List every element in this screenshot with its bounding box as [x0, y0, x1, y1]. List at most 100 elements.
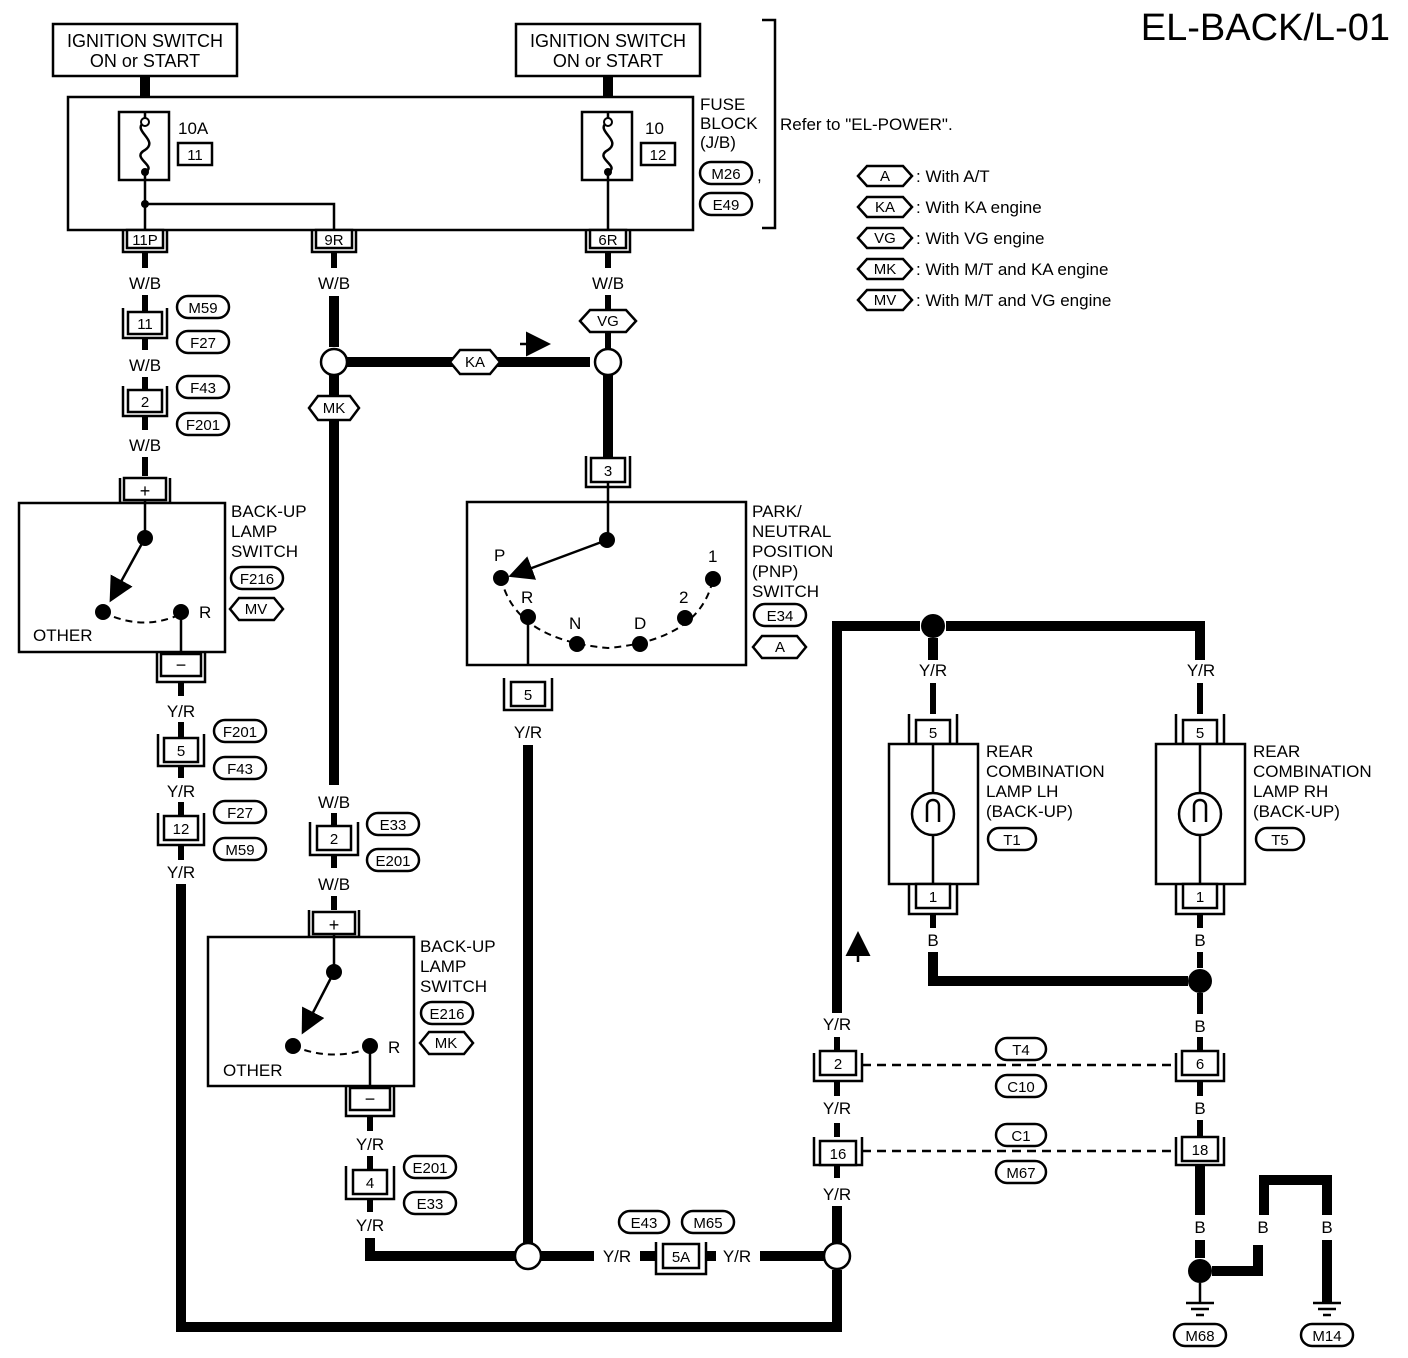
svg-text:12: 12: [173, 821, 190, 838]
svg-text:LAMP LH: LAMP LH: [986, 782, 1058, 801]
svg-text:9R: 9R: [324, 232, 343, 249]
svg-text:MK: MK: [435, 1035, 458, 1052]
svg-text:W/B: W/B: [318, 793, 350, 812]
terminal-11p: 11P: [121, 228, 169, 254]
svg-text:E201: E201: [375, 853, 410, 870]
svg-text:M59: M59: [188, 300, 217, 317]
legend-item-vg: VG : With VG engine: [856, 226, 1045, 250]
svg-text:F43: F43: [190, 380, 216, 397]
svg-text:−: −: [365, 1089, 376, 1109]
svg-text:Y/R: Y/R: [919, 661, 947, 680]
svg-text:Y/R: Y/R: [823, 1185, 851, 1204]
legend-item-a: A : With A/T: [856, 164, 990, 188]
svg-text:6: 6: [1196, 1056, 1204, 1073]
svg-text:1: 1: [929, 889, 937, 906]
svg-text:MV: MV: [874, 292, 897, 309]
svg-text:Y/R: Y/R: [603, 1247, 631, 1266]
svg-text:KA: KA: [465, 354, 485, 371]
svg-text:M68: M68: [1185, 1328, 1214, 1345]
svg-text:E43: E43: [631, 1215, 658, 1232]
svg-text:IGNITION SWITCH: IGNITION SWITCH: [67, 31, 223, 51]
svg-text:C1: C1: [1011, 1128, 1030, 1145]
svg-text:Y/R: Y/R: [823, 1015, 851, 1034]
svg-text:+: +: [140, 481, 151, 501]
svg-text:ON or START: ON or START: [90, 51, 200, 71]
rear-combination-lamp-rh: 5 REAR COMBINATION LAMP RH (BACK-UP) T5 …: [1154, 714, 1372, 1051]
svg-text:5: 5: [524, 687, 532, 704]
svg-text:LAMP: LAMP: [420, 957, 466, 976]
svg-text:LAMP: LAMP: [231, 522, 277, 541]
svg-text:E33: E33: [380, 817, 407, 834]
svg-text:R: R: [388, 1038, 400, 1057]
svg-text:(BACK-UP): (BACK-UP): [1253, 802, 1340, 821]
svg-text:IGNITION SWITCH: IGNITION SWITCH: [530, 31, 686, 51]
svg-text:12: 12: [650, 147, 667, 164]
svg-text:MK: MK: [874, 261, 897, 278]
svg-text:Y/R: Y/R: [356, 1135, 384, 1154]
svg-text:Y/R: Y/R: [823, 1099, 851, 1118]
svg-text:W/B: W/B: [318, 274, 350, 293]
svg-text:M65: M65: [693, 1215, 722, 1232]
svg-text:+: +: [329, 915, 340, 935]
pnp-branch: W/B VG 3: [578, 252, 638, 489]
svg-text:E33: E33: [417, 1196, 444, 1213]
svg-text:2: 2: [330, 831, 338, 848]
svg-text:(J/B): (J/B): [700, 133, 736, 152]
svg-text:B: B: [1194, 1017, 1205, 1036]
svg-text:18: 18: [1192, 1142, 1209, 1159]
svg-text:E201: E201: [412, 1160, 447, 1177]
svg-text:W/B: W/B: [129, 356, 161, 375]
legend-item-ka: KA : With KA engine: [856, 195, 1042, 219]
svg-text:FUSE: FUSE: [700, 95, 745, 114]
refer-note: Refer to "EL-POWER".: [780, 115, 953, 134]
svg-text:2: 2: [141, 394, 149, 411]
middle-branch: W/B KA MK W/B 2 E33 E201 W/B: [307, 252, 590, 910]
terminal-9r: 9R: [310, 228, 358, 254]
legend-item-mk: MK : With M/T and KA engine: [856, 257, 1108, 281]
svg-text:Y/R: Y/R: [167, 782, 195, 801]
svg-text:Y/R: Y/R: [356, 1216, 384, 1235]
svg-text:B: B: [927, 931, 938, 950]
svg-text:REAR: REAR: [986, 742, 1033, 761]
svg-text:Y/R: Y/R: [514, 723, 542, 742]
svg-text:F201: F201: [186, 417, 220, 434]
svg-text:W/B: W/B: [129, 274, 161, 293]
svg-text:SWITCH: SWITCH: [752, 582, 819, 601]
ignition-switch-left: IGNITION SWITCH ON or START: [51, 22, 239, 78]
svg-text:5: 5: [929, 725, 937, 742]
svg-text:: With A/T: : With A/T: [916, 167, 990, 186]
svg-text:5: 5: [177, 743, 185, 760]
svg-text:5A: 5A: [672, 1249, 690, 1266]
svg-text:,: ,: [757, 166, 762, 185]
svg-text:BACK-UP: BACK-UP: [420, 937, 496, 956]
backup-lamp-switch-mk: + OTHER R BACK-UP LAMP SWITCH E216 MK −: [206, 910, 496, 1118]
svg-text:A: A: [880, 168, 890, 185]
svg-text:Y/R: Y/R: [167, 702, 195, 721]
svg-text:MK: MK: [323, 400, 346, 417]
svg-text:OTHER: OTHER: [223, 1061, 283, 1080]
svg-text:5: 5: [1196, 725, 1204, 742]
svg-text:W/B: W/B: [129, 436, 161, 455]
svg-text:B: B: [1194, 1218, 1205, 1237]
svg-text:C10: C10: [1007, 1079, 1035, 1096]
right-lower-connectors: 6 B 18 T4 C10 C1 M67: [862, 1036, 1226, 1185]
svg-text:COMBINATION: COMBINATION: [986, 762, 1105, 781]
svg-text:: With VG engine: : With VG engine: [916, 229, 1045, 248]
svg-text:W/B: W/B: [318, 875, 350, 894]
svg-text:2: 2: [834, 1056, 842, 1073]
svg-text:: With KA engine: : With KA engine: [916, 198, 1042, 217]
svg-text:(PNP): (PNP): [752, 562, 798, 581]
svg-text:B: B: [1194, 1099, 1205, 1118]
svg-text:T1: T1: [1003, 832, 1021, 849]
svg-text:COMBINATION: COMBINATION: [1253, 762, 1372, 781]
backup-lamp-switch-mv: + OTHER R BACK-UP LAMP SWITCH F216 MV −: [17, 476, 307, 684]
svg-text:P: P: [494, 546, 505, 565]
svg-text:6R: 6R: [598, 232, 617, 249]
left-branch-lower: Y/R 5 F201 F43 Y/R 12 F27 M59 Y/R: [156, 682, 268, 882]
left-branch: W/B 11 M59 F27 W/B 2 F43 F201 W/B: [121, 252, 231, 476]
svg-text:NEUTRAL: NEUTRAL: [752, 522, 831, 541]
svg-text:ON or START: ON or START: [553, 51, 663, 71]
middle-branch-lower: Y/R 4 E201 E33 Y/R: [344, 1116, 515, 1261]
fuse-10a: 10A 11: [117, 110, 214, 182]
terminal-6r: 6R: [584, 228, 632, 254]
